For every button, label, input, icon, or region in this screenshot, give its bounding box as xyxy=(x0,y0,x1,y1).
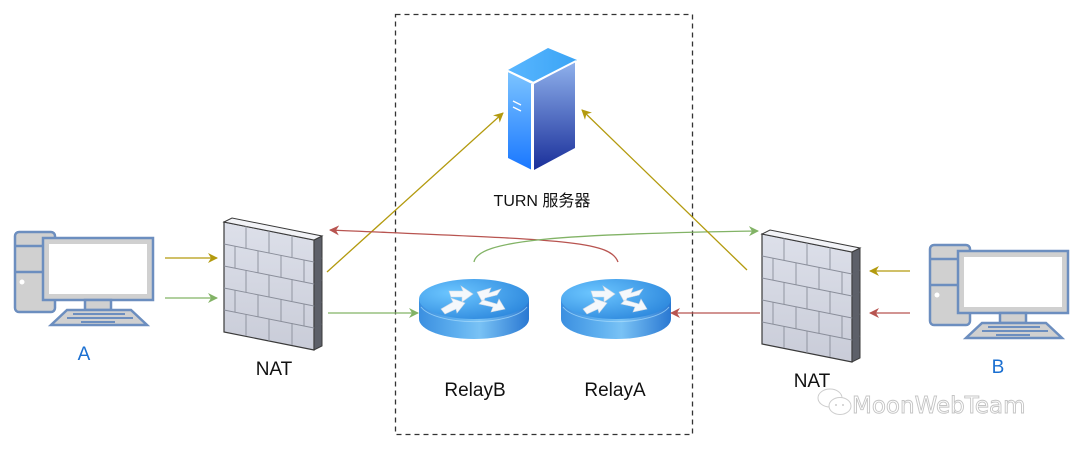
arrow-nat-right-to-turn xyxy=(581,109,748,271)
relay-a-label: RelayA xyxy=(584,380,646,401)
turn-server-icon xyxy=(507,48,577,170)
client-a-computer-icon xyxy=(13,230,155,327)
arrow-nat-left-to-turn xyxy=(326,112,504,273)
client-b-computer-icon xyxy=(928,243,1070,340)
arrow-relay-b-to-nat-right xyxy=(473,226,759,263)
relay-b-router-icon xyxy=(418,278,530,340)
relay-b-label: RelayB xyxy=(444,380,505,401)
arrow-relay-a-to-nat-left xyxy=(329,225,619,263)
turn-server-label: TURN 服务器 xyxy=(494,192,591,210)
nat-left-firewall-icon xyxy=(223,217,323,351)
nat-right-label: NAT xyxy=(794,371,831,392)
turn-boundary xyxy=(394,13,694,436)
nat-right-firewall-icon xyxy=(761,229,861,363)
watermark-text: MoonWebTeam xyxy=(852,393,1026,419)
client-b-label: B xyxy=(992,357,1005,378)
nat-left-label: NAT xyxy=(256,359,293,380)
client-a-label: A xyxy=(78,344,91,365)
relay-a-router-icon xyxy=(560,278,672,340)
wechat-icon xyxy=(817,388,852,415)
